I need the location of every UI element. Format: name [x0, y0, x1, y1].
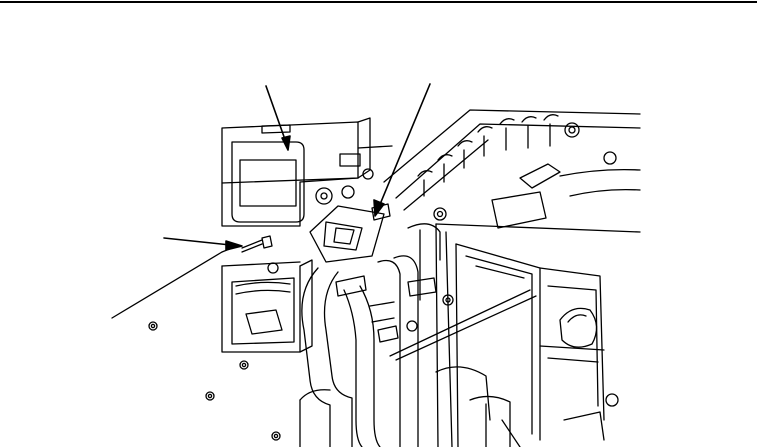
floor-plane: [112, 248, 330, 447]
heat-exchanger-ribs: [384, 110, 640, 228]
callout-leaders: [164, 84, 430, 250]
lower-components: [378, 295, 604, 447]
upper-duct-panel: [222, 118, 392, 226]
callout-arrow-screw: [164, 238, 242, 250]
bracket-clamp: [310, 169, 390, 262]
callout-arrow-bracket: [374, 84, 430, 216]
page-top-rule: [0, 1, 757, 3]
front-frame: [390, 208, 640, 447]
callout-arrow-upper-panel: [266, 86, 290, 150]
mounting-screw: [242, 236, 272, 252]
hose-assembly: [302, 256, 436, 447]
lower-duct: [222, 260, 312, 352]
